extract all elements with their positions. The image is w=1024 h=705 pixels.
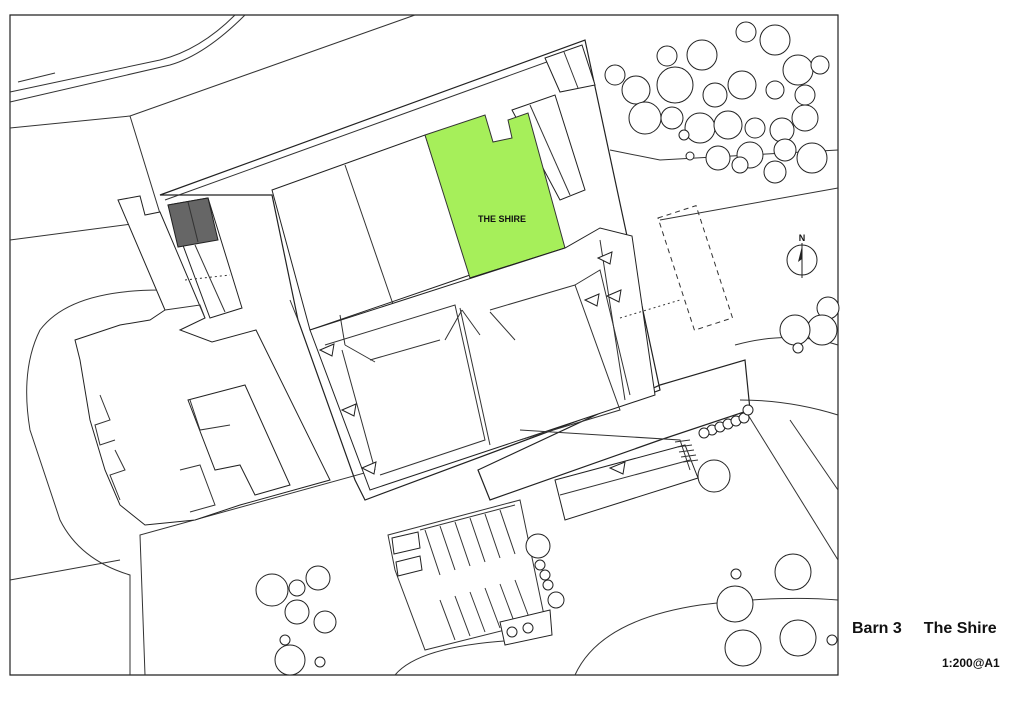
parking-bays xyxy=(420,505,530,640)
steps xyxy=(675,440,698,462)
title-block: Barn 3 The Shire xyxy=(852,620,1022,638)
farmhouse xyxy=(75,196,330,525)
north-arrow: N xyxy=(787,233,817,278)
proposed-structure xyxy=(658,206,733,331)
north-label: N xyxy=(799,233,806,243)
drawing-scale: 1:200@A1 xyxy=(942,656,1000,670)
barn-number: Barn 3 xyxy=(852,620,902,637)
courtyard xyxy=(160,40,750,500)
small-barn xyxy=(168,198,242,318)
trees xyxy=(256,22,839,675)
title-line: Barn 3 The Shire xyxy=(852,620,1022,638)
south-barns xyxy=(310,228,680,490)
the-shire-label: THE SHIRE xyxy=(478,214,526,224)
barn-name: The Shire xyxy=(923,620,997,637)
